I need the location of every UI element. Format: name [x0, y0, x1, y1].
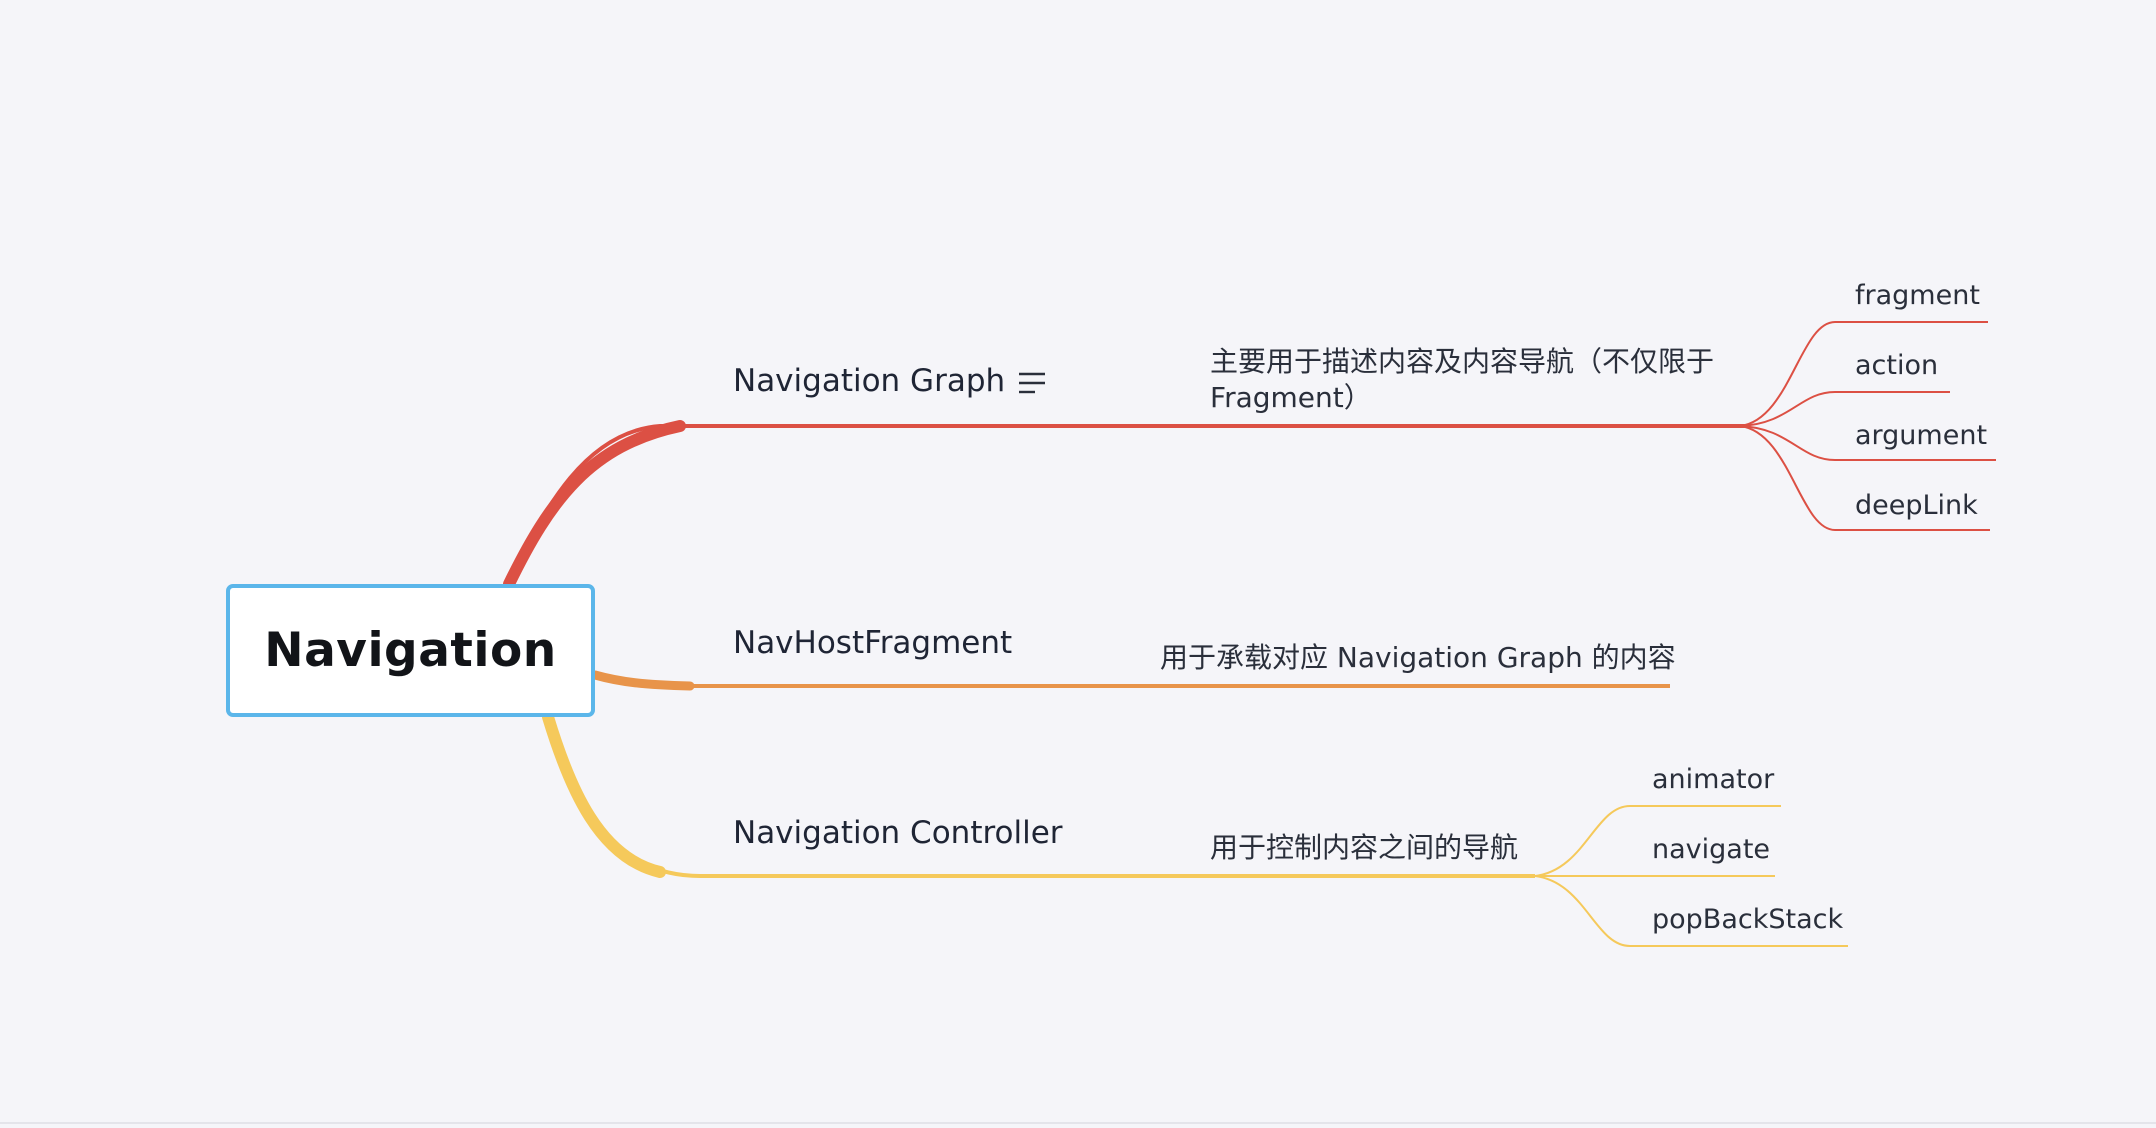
leaf-argument[interactable]: argument: [1855, 420, 1988, 451]
leaf-action[interactable]: action: [1855, 350, 1939, 381]
root-label: Navigation: [264, 623, 557, 678]
description-line: Fragment）: [1210, 381, 1372, 414]
branch-controller-connector-thick: [542, 711, 666, 878]
leaf-connector-argument: [1739, 425, 1996, 461]
leaf-connector-popbackstack: [1534, 875, 1848, 947]
branch-graph-connector-thick: [503, 420, 686, 590]
branch-graph-connector: [505, 424, 1745, 585]
branch-label-navhostfragment[interactable]: NavHostFragment: [733, 625, 1013, 661]
root-node[interactable]: Navigation: [226, 584, 595, 717]
leaf-connector-animator: [1534, 805, 1781, 877]
leaf-fragment[interactable]: fragment: [1855, 280, 1980, 311]
description-navigation-controller[interactable]: 用于控制内容之间的导航: [1210, 831, 1519, 864]
leaf-connector-deeplink: [1739, 425, 1990, 531]
description-line: 主要用于描述内容及内容导航（不仅限于: [1210, 345, 1715, 378]
branch-navhost-connector-thick: [590, 670, 695, 691]
leaf-animator[interactable]: animator: [1652, 764, 1775, 795]
branch-label-navigation-controller[interactable]: Navigation Controller: [733, 815, 1063, 851]
branch-label-navigation-graph[interactable]: Navigation Graph: [733, 363, 1006, 399]
leaf-navigate[interactable]: navigate: [1652, 834, 1771, 865]
description-navhostfragment[interactable]: 用于承载对应 Navigation Graph 的内容: [1160, 641, 1676, 674]
bottom-divider: [0, 1122, 2156, 1124]
leaf-connector-action: [1739, 391, 1950, 427]
leaf-connector-fragment: [1739, 321, 1988, 427]
notes-lines-icon[interactable]: [1017, 370, 1047, 396]
description-navigation-graph[interactable]: 主要用于描述内容及内容导航（不仅限于 Fragment）: [1210, 344, 1714, 416]
leaf-popbackstack[interactable]: popBackStack: [1652, 904, 1844, 935]
leaf-deeplink[interactable]: deepLink: [1855, 490, 1978, 521]
branch-navhost-connector: [594, 673, 1670, 688]
